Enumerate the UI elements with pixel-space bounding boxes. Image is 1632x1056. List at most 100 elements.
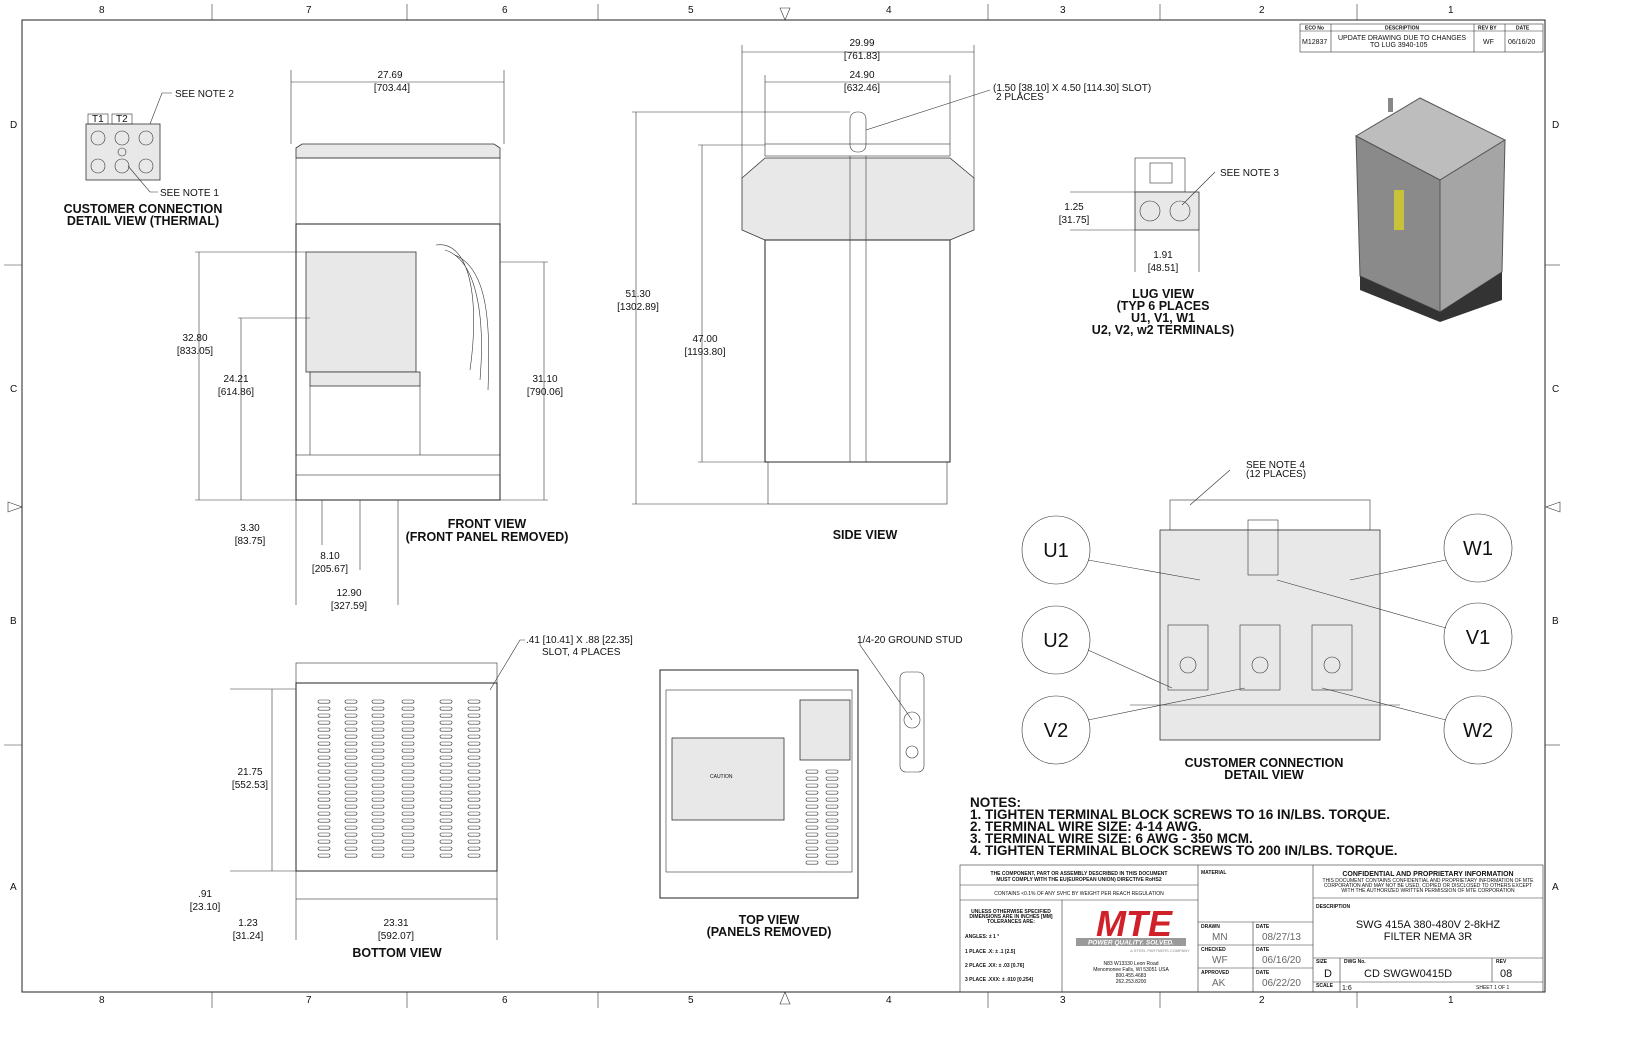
vent-slot [344,734,358,739]
vent-slot [401,727,415,732]
vent-slot [825,783,839,788]
dim-offset-2-mm: [205.67] [312,564,348,575]
vent-slot [371,769,385,774]
vent-slot [439,804,453,809]
size-value: D [1324,968,1332,980]
vent-slot [467,741,481,746]
vent-slot [467,776,481,781]
slot-note-2: 2 PLACES [996,92,1044,103]
checked-label: CHECKED [1201,947,1226,953]
vent-slot [344,727,358,732]
revision-block: ECO No DESCRIPTION REV BY DATE M12837 UP… [1299,23,1544,53]
see-note-2: SEE NOTE 2 [175,89,234,100]
vent-slot [317,839,331,844]
vent-slot [344,713,358,718]
zone-row: C [1552,384,1559,395]
tol-1place: 1 PLACE .X: ± .1 [2.5] [965,949,1016,955]
vent-slot [371,755,385,760]
vent-slot [439,825,453,830]
vent-slot [805,846,819,851]
vent-slot [317,741,331,746]
dim-offset-2: 8.10 [320,551,340,562]
vent-slot [467,818,481,823]
vent-slot [317,734,331,739]
vent-slot [467,713,481,718]
vent-slot [401,783,415,788]
vent-slot [344,762,358,767]
vent-slot [344,720,358,725]
vent-slot [344,769,358,774]
vent-slot [401,811,415,816]
zone-row: D [10,120,17,131]
vent-slot [825,846,839,851]
vent-slot [401,839,415,844]
vent-slot [467,699,481,704]
vent-slot [317,811,331,816]
vent-slot [344,741,358,746]
vent-slot [344,853,358,858]
dim-lug-width-mm: [48.51] [1148,263,1179,274]
rev-value: 08 [1500,968,1512,980]
dim-bottom-2-mm: [31.24] [233,931,264,942]
vent-slot [317,776,331,781]
logo-tagline: POWER QUALITY. SOLVED. [1088,940,1174,947]
vent-slot [467,797,481,802]
vent-slot [401,832,415,837]
isometric-view [1354,97,1507,322]
address-4: 262.253.8200 [1116,979,1147,985]
lug-view: SEE NOTE 3 1.25 [31.75] 1.91 [48.51] LUG… [1059,157,1279,337]
zone-col: 2 [1259,5,1265,16]
description-1: SWG 415A 380-480V 2-8kHZ [1356,919,1501,931]
zone-col: 6 [502,5,508,16]
vent-slot [317,818,331,823]
rev-by: WF [1483,39,1494,46]
thermal-title-1: CUSTOMER CONNECTION [64,202,223,216]
vent-slot [401,825,415,830]
tol-angles: ANGLES: ± 1 ° [965,934,999,940]
terminal-u2: U2 [1043,630,1069,652]
vent-slot [371,727,385,732]
vent-slot [825,839,839,844]
zone-row: A [1552,882,1559,893]
dim-height-2: 24.21 [223,374,248,385]
detail-title-1: CUSTOMER CONNECTION [1185,756,1344,770]
vent-slot [371,776,385,781]
vent-slot [371,832,385,837]
vent-slot [401,734,415,739]
vent-slot [401,776,415,781]
vent-slot [371,706,385,711]
scale-label: SCALE [1316,983,1334,989]
vent-slot [317,804,331,809]
zone-col: 3 [1060,995,1066,1006]
dim-lug-height: 1.25 [1064,202,1084,213]
vent-slot [439,741,453,746]
vent-slot [467,748,481,753]
material-label: MATERIAL [1201,870,1226,876]
zone-row: A [10,882,17,893]
vent-slot [439,713,453,718]
vent-slot [467,720,481,725]
see-note-3: SEE NOTE 3 [1220,168,1279,179]
note-4: 4. TIGHTEN TERMINAL BLOCK SCREWS TO 200 … [970,843,1398,858]
lug-title-3: U1, V1, W1 [1131,311,1195,325]
note-2: 2. TERMINAL WIRE SIZE: 4-14 AWG. [970,819,1202,834]
tol-2: DIMENSIONS ARE IN INCHES [MM] [969,914,1052,920]
rev-desc-1: UPDATE DRAWING DUE TO CHANGES [1338,35,1466,42]
vent-slot [439,720,453,725]
tol-2place: 2 PLACE .XX: ± .03 [0.76] [965,963,1024,969]
note-3: 3. TERMINAL WIRE SIZE: 6 AWG - 350 MCM. [970,831,1253,846]
vent-slot [371,825,385,830]
mte-logo: MTE POWER QUALITY. SOLVED. A STEEL PARTN… [1076,903,1190,953]
date-label: DATE [1256,924,1270,930]
thermal-detail-view: T1 T2 SEE NOTE 2 SEE NOTE 1 CUSTOMER CON… [64,89,235,228]
rohs-2: MUST COMPLY WITH THE EU(EUROPEAN UNION) … [996,877,1162,883]
zone-col: 5 [688,5,694,16]
zone-col: 8 [99,5,105,16]
address-2: Menomonee Falls, WI 53051 USA [1093,967,1169,973]
vent-slot [401,846,415,851]
vent-slot [467,783,481,788]
vent-slot [825,797,839,802]
vent-slot [344,804,358,809]
dim-overall-width: 29.99 [849,38,874,49]
